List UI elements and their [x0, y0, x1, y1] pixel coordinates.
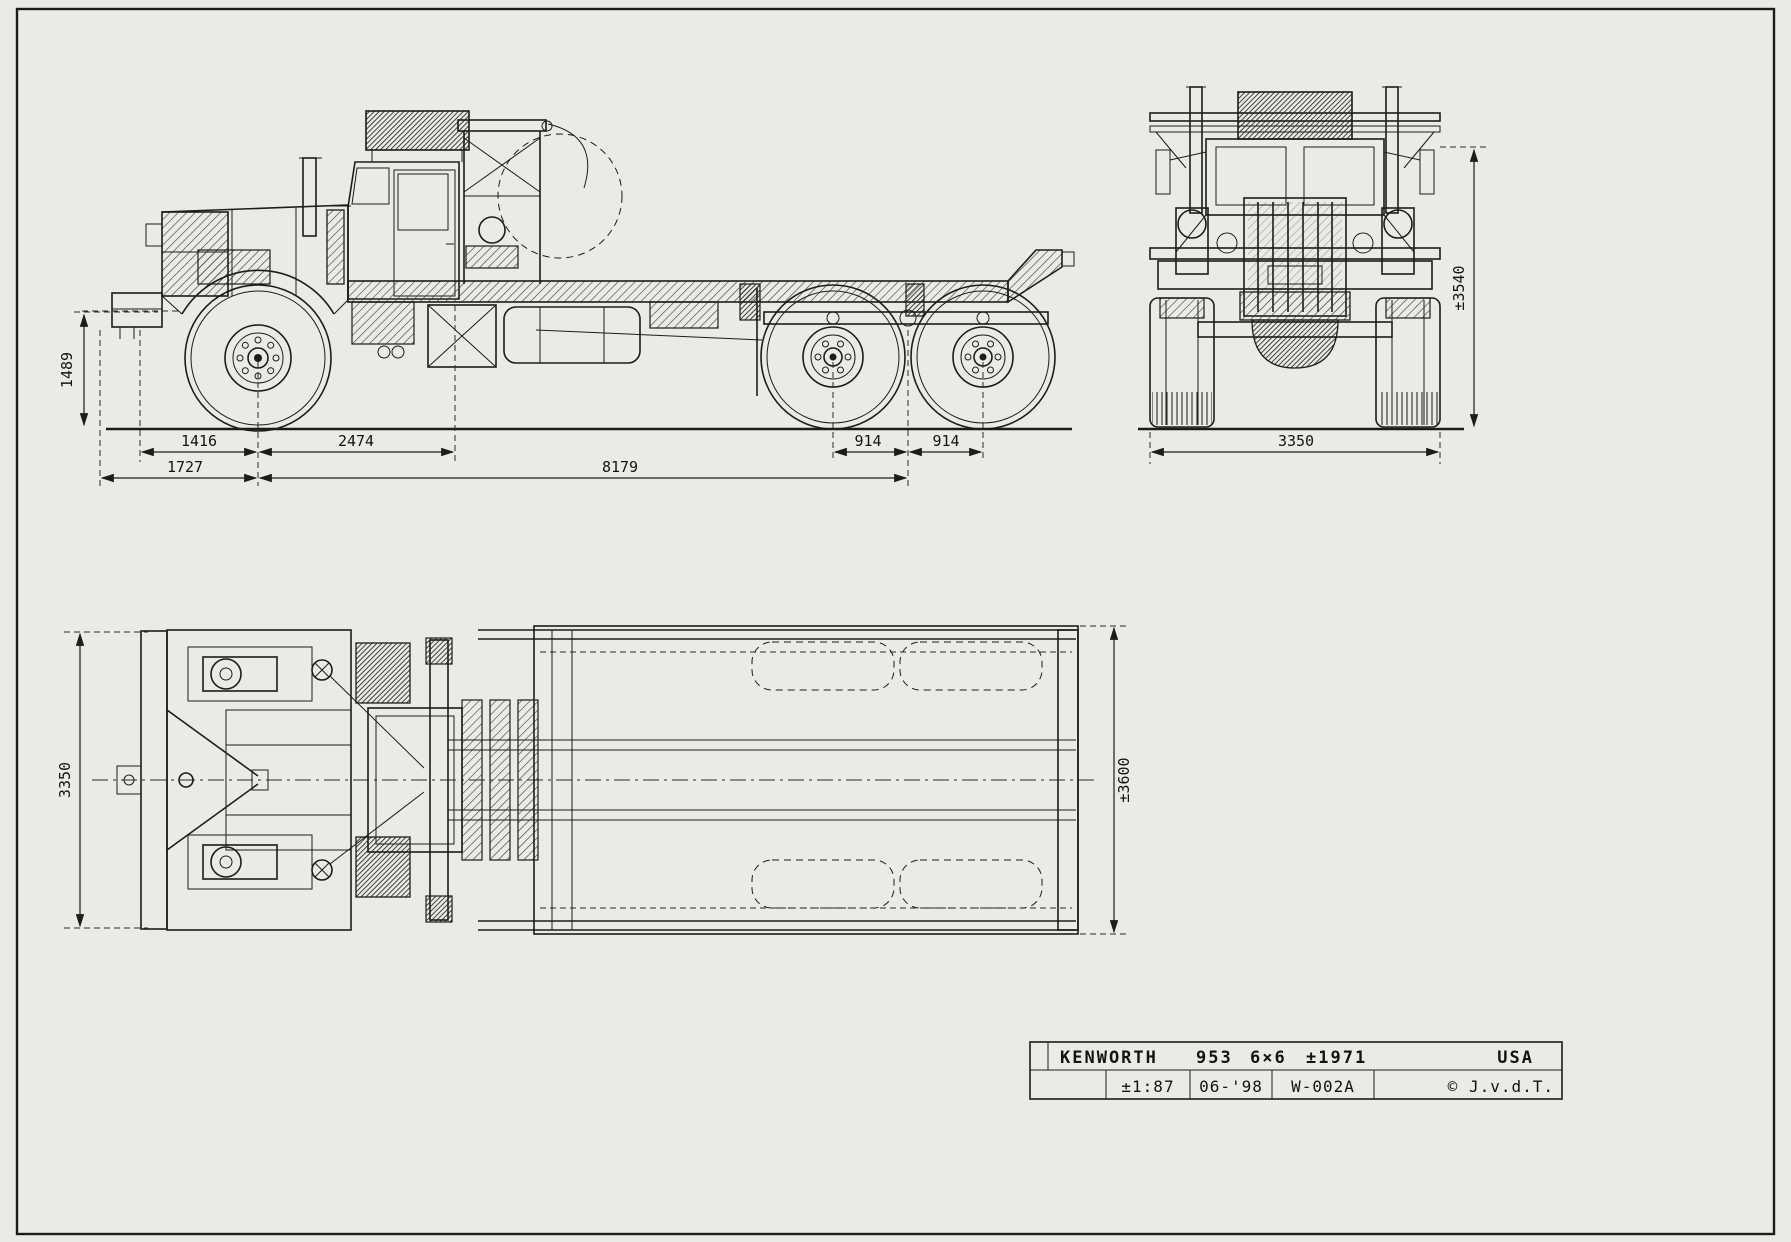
headache-rack	[457, 119, 589, 284]
title-country: USA	[1497, 1048, 1534, 1068]
top-view: 3350 ±3600	[56, 625, 1133, 935]
plan-front-tires	[329, 642, 425, 898]
wheel-hub-bolts	[236, 336, 280, 380]
front-view-dimensions: ±3540 3350	[1149, 146, 1486, 464]
plan-hood	[166, 629, 352, 931]
chassis-frame	[347, 249, 1075, 396]
air-cleaners	[1175, 207, 1415, 275]
dim-track-width-label: 3350	[1278, 432, 1314, 450]
front-bumper	[111, 292, 163, 339]
dim-axle-cab-label: 2474	[338, 432, 374, 450]
side-view: 1489 1416 2474 914 914 1727 8179	[58, 110, 1075, 486]
title-scale: ±1:87	[1121, 1077, 1174, 1096]
roof-rack	[1149, 91, 1441, 169]
plan-frame-and-bed	[448, 625, 1079, 935]
front-view: ±3540 3350	[1138, 86, 1486, 464]
sheet-border	[15, 7, 1776, 1236]
title-block: KENWORTH 953 6×6 ±1971 USA ±1:87 06-'98 …	[1029, 1041, 1563, 1100]
side-view-dimensions: 1489 1416 2474 914 914 1727 8179	[58, 305, 984, 486]
front-wheels	[1149, 297, 1441, 428]
dashed-reference-circle	[497, 133, 623, 259]
dim-tandem-rear-label: 914	[932, 432, 959, 450]
title-drive: 6×6	[1250, 1048, 1287, 1068]
front-wheel	[184, 284, 332, 432]
dim-body-width-label: ±3600	[1115, 757, 1133, 802]
dim-wheelbase-label: 8179	[602, 458, 638, 476]
dim-front-overhang-label: 1727	[167, 458, 203, 476]
wheel-hub-bolts	[814, 340, 852, 374]
title-year: ±1971	[1306, 1048, 1367, 1068]
title-date: 06-'98	[1199, 1077, 1263, 1096]
wheel-hub-bolts	[964, 340, 1002, 374]
dim-tandem-front-label: 914	[854, 432, 881, 450]
title-credit: © J.v.d.T.	[1448, 1077, 1554, 1096]
rear-wheel-2	[910, 284, 1056, 430]
dim-overall-width-label: 3350	[56, 762, 74, 798]
roof-box	[365, 110, 470, 162]
title-sheet-number: W-002A	[1291, 1077, 1355, 1096]
dim-frame-height-label: 1489	[58, 352, 76, 388]
bumper-front	[1149, 247, 1441, 290]
dim-bumper-axle-label: 1416	[181, 432, 217, 450]
dim-overall-height-label: ±3540	[1450, 265, 1468, 310]
title-model: 953	[1196, 1048, 1233, 1068]
front-axle	[1159, 291, 1431, 369]
top-view-dimensions: 3350 ±3600	[56, 625, 1133, 935]
exhaust-stack	[299, 157, 351, 285]
cab	[347, 161, 460, 300]
title-make: KENWORTH	[1060, 1048, 1158, 1068]
exhaust-stacks	[1186, 86, 1402, 214]
hood	[145, 204, 349, 315]
fuel-tank	[351, 301, 641, 368]
